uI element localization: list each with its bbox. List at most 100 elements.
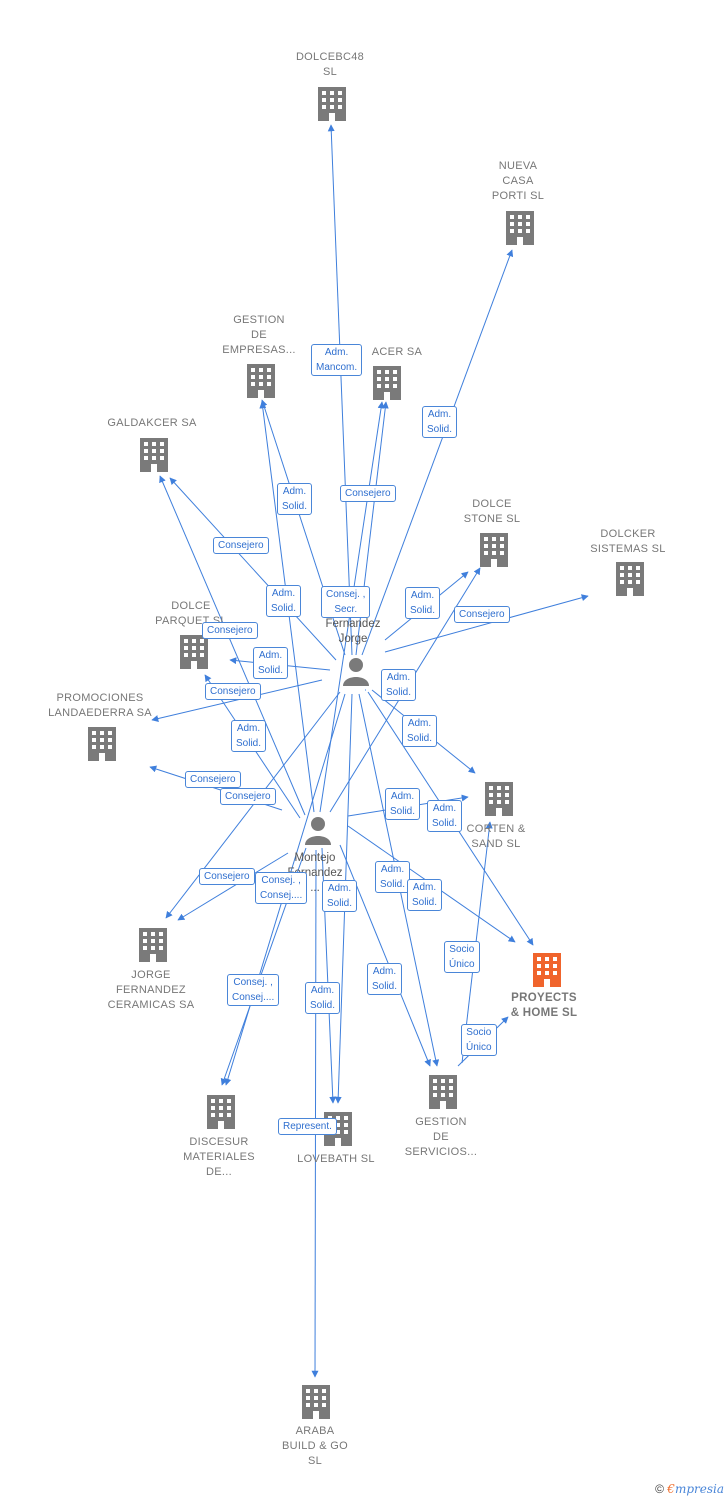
copyright-symbol: © xyxy=(655,1482,664,1496)
company-label-dolcebc48[interactable]: DOLCEBC48 SL xyxy=(255,50,405,80)
edge-label: Consejero xyxy=(220,788,276,805)
label-line: DOLCE xyxy=(171,600,211,612)
building-icon[interactable] xyxy=(616,562,644,596)
label-line: CASA xyxy=(502,175,534,187)
brand-logo: €mpresia xyxy=(667,1482,724,1496)
label-line: SL xyxy=(307,1455,323,1467)
edge-label: Consej. ,Secr. xyxy=(321,586,371,618)
label-line: DOLCEBC48 xyxy=(295,51,365,63)
company-label-lovebath[interactable]: LOVEBATH SL xyxy=(261,1152,411,1167)
label-line: LOVEBATH SL xyxy=(297,1153,375,1165)
label-line: DOLCE xyxy=(472,498,512,510)
label-line: PORTI SL xyxy=(491,190,545,202)
edge-label: Adm.Solid. xyxy=(375,861,411,893)
edge-label: Consejero xyxy=(213,537,269,554)
person-icon[interactable] xyxy=(341,656,371,686)
company-label-dolcker[interactable]: DOLCKER SISTEMAS SL xyxy=(553,527,703,557)
edge-line xyxy=(361,249,514,656)
footer-brand[interactable]: © €mpresia xyxy=(655,1482,724,1496)
edge-label: Adm.Solid. xyxy=(427,800,463,832)
company-label-acer[interactable]: ACER SA xyxy=(322,345,472,360)
label-line: PROYECTS xyxy=(511,992,577,1004)
edge-label: Adm.Solid. xyxy=(405,587,441,619)
edge-line xyxy=(311,849,319,1378)
building-icon[interactable] xyxy=(506,211,534,245)
company-label-discesur[interactable]: DISCESUR MATERIALES DE... xyxy=(144,1135,294,1180)
edge-label: Adm.Solid. xyxy=(305,982,341,1014)
label-line: Montejo xyxy=(294,852,336,864)
company-label-promociones[interactable]: PROMOCIONES LANDAEDERRA SA xyxy=(25,691,175,721)
edge-line xyxy=(384,594,589,653)
edge-label: Adm.Solid. xyxy=(322,880,358,912)
edge-label: Adm.Solid. xyxy=(253,647,289,679)
label-line: GESTION xyxy=(233,314,285,326)
edge-label: Adm.Solid. xyxy=(266,585,302,617)
edge-label: Adm.Solid. xyxy=(231,720,267,752)
label-line: Fernandez xyxy=(325,618,381,630)
label-line: DE xyxy=(251,329,267,341)
label-line: DISCESUR xyxy=(189,1136,249,1148)
brand-initial: € xyxy=(667,1482,675,1496)
edge-label: Consej. ,Consej.... xyxy=(227,974,280,1006)
label-line: ACER SA xyxy=(371,346,423,358)
label-line: STONE SL xyxy=(463,513,521,525)
edge-label: Consejero xyxy=(199,868,255,885)
label-line: FERNANDEZ xyxy=(116,984,186,996)
company-label-dolce-stone[interactable]: DOLCE STONE SL xyxy=(417,497,567,527)
edge-label: Adm.Solid. xyxy=(407,879,443,911)
company-label-gestion-empresas[interactable]: GESTION DE EMPRESAS... xyxy=(184,313,334,358)
building-icon[interactable] xyxy=(140,438,168,472)
company-label-nueva-casa-porti[interactable]: NUEVA CASA PORTI SL xyxy=(443,159,593,204)
company-label-jorge-ceramicas[interactable]: JORGE FERNANDEZ CERAMICAS SA xyxy=(76,968,226,1013)
edge-line xyxy=(327,124,353,656)
company-label-araba[interactable]: ARABA BUILD & GO SL xyxy=(240,1424,390,1469)
building-icon[interactable] xyxy=(88,727,116,761)
company-label-gestion-servicios[interactable]: GESTION DE SERVICIOS... xyxy=(366,1115,516,1160)
edge-label: Adm.Mancom. xyxy=(311,344,363,376)
building-icon[interactable] xyxy=(302,1385,330,1419)
brand-rest: mpresia xyxy=(674,1482,724,1496)
label-line: ARABA xyxy=(295,1425,335,1437)
edge-label: Adm.Solid. xyxy=(381,669,417,701)
label-line: CERAMICAS SA xyxy=(107,999,195,1011)
label-line: NUEVA xyxy=(498,160,538,172)
edge-label: Adm.Solid. xyxy=(367,963,403,995)
label-line: JORGE xyxy=(131,969,171,981)
person-icon[interactable] xyxy=(303,815,333,845)
label-line: GESTION xyxy=(415,1116,467,1128)
label-line: GALDAKCER SA xyxy=(107,417,197,429)
label-line: SISTEMAS SL xyxy=(590,543,666,555)
building-icon[interactable] xyxy=(207,1095,235,1129)
building-icon[interactable] xyxy=(485,782,513,816)
edge-label: Adm.Solid. xyxy=(277,483,313,515)
building-icon-focus[interactable] xyxy=(533,953,561,987)
edge-label: Represent. xyxy=(278,1118,337,1135)
building-icon[interactable] xyxy=(318,87,346,121)
building-icon[interactable] xyxy=(180,635,208,669)
company-label-proyects-home[interactable]: PROYECTS & HOME SL xyxy=(469,991,619,1021)
label-line: BUILD & GO xyxy=(282,1440,348,1452)
person-label-fernandez-jorge[interactable]: Fernandez Jorge xyxy=(303,617,403,647)
building-icon[interactable] xyxy=(480,533,508,567)
label-line: SERVICIOS... xyxy=(404,1146,478,1158)
building-icon[interactable] xyxy=(429,1075,457,1109)
building-icon[interactable] xyxy=(373,366,401,400)
edge-line xyxy=(165,691,341,919)
edge-label: Consejero xyxy=(185,771,241,788)
label-line: EMPRESAS... xyxy=(222,344,296,356)
edge-label: Consejero xyxy=(202,622,258,639)
edge-label: Consejero xyxy=(205,683,261,700)
edge-label: Adm.Solid. xyxy=(422,406,458,438)
label-line: DE... xyxy=(206,1166,232,1178)
label-line: Jorge xyxy=(338,633,368,645)
company-label-corten[interactable]: CORTEN & SAND SL xyxy=(421,822,571,852)
edge-line xyxy=(169,477,337,661)
company-label-galdakcer[interactable]: GALDAKCER SA xyxy=(77,416,227,431)
label-line: & HOME SL xyxy=(510,1007,578,1019)
building-icon[interactable] xyxy=(139,928,167,962)
edge-line xyxy=(159,475,306,816)
building-icon[interactable] xyxy=(247,364,275,398)
label-line: ... xyxy=(310,882,320,894)
